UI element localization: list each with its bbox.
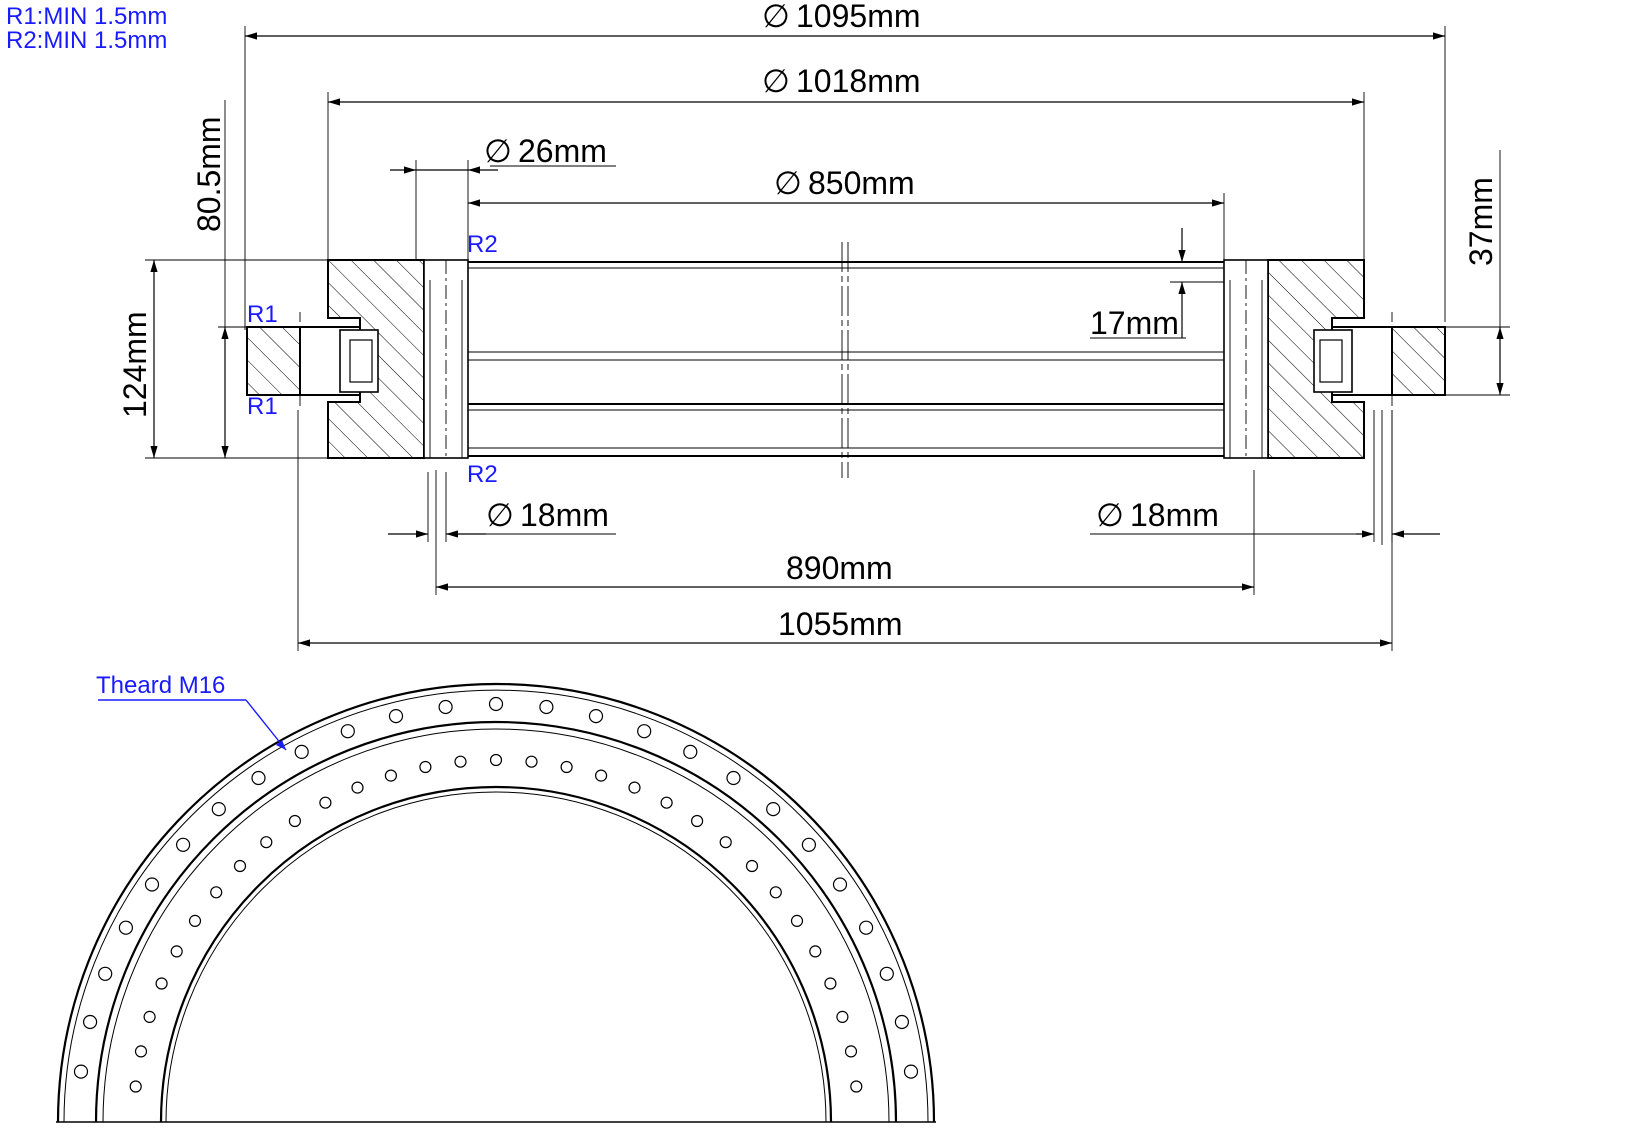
ring-arc — [63, 689, 929, 1123]
dim-diameter-18-right: 18mm — [1130, 497, 1219, 533]
radius-r2-bottom: R2 — [467, 461, 498, 488]
bolt-hole — [588, 708, 604, 724]
bolt-hole — [745, 859, 759, 873]
bolt-hole — [155, 977, 168, 990]
ring-arc — [56, 682, 936, 1123]
dim-diameter-26: 26mm — [518, 133, 607, 169]
bolt-hole — [726, 770, 741, 786]
thread-note: Theard M16 — [96, 672, 225, 699]
bolt-hole — [384, 769, 397, 782]
ring-arc — [94, 720, 898, 1123]
dim-diameter-18-left: 18mm — [520, 497, 609, 533]
dim-diameter-1018: 1018mm — [796, 63, 921, 99]
bolt-hole — [233, 859, 247, 873]
bolt-hole — [294, 744, 309, 760]
bolt-hole — [73, 1064, 89, 1079]
bolt-hole — [210, 886, 223, 899]
dim-diameter-1095: 1095mm — [796, 0, 921, 34]
bolt-hole — [419, 760, 432, 774]
diameter-symbol: ∅ — [762, 0, 790, 34]
bolt-hole — [129, 1080, 142, 1093]
ring-arc — [102, 728, 890, 1123]
dimension-lines — [145, 26, 1510, 651]
bolt-hole — [488, 696, 504, 712]
bolt-hole — [98, 966, 113, 981]
bolt-hole — [594, 769, 608, 782]
diameter-symbol: ∅ — [1096, 497, 1124, 533]
bolt-hole — [288, 814, 301, 828]
dim-height-37: 37mm — [1463, 177, 1499, 266]
plan-view: Theard M16 — [56, 672, 936, 1123]
bolt-hole — [170, 945, 183, 958]
bolt-hole — [790, 914, 804, 928]
bolt-hole — [903, 1064, 919, 1079]
bolt-hole — [628, 781, 641, 794]
inner-bolt-holes — [129, 753, 863, 1093]
bolt-hole — [824, 977, 837, 990]
bolt-hole — [176, 837, 191, 852]
bolt-hole — [438, 699, 453, 715]
radius-r1-bottom: R1 — [247, 393, 278, 420]
bolt-hole — [144, 877, 160, 892]
bolt-hole — [82, 1014, 98, 1030]
dim-width-890: 890mm — [786, 550, 893, 586]
dim-depth-17: 17mm — [1090, 305, 1179, 341]
dim-width-1055: 1055mm — [778, 606, 903, 642]
dimension-labels: ∅ 1095mm ∅ 1018mm ∅ 26mm ∅ 850mm 80.5mm … — [117, 0, 1499, 642]
bolt-hole — [769, 886, 782, 899]
bolt-hole — [801, 837, 817, 852]
bolt-hole — [879, 966, 894, 981]
bolt-hole — [188, 914, 202, 928]
note-r2: R2:MIN 1.5mm — [6, 27, 167, 54]
ring-arc — [165, 791, 827, 1123]
bolt-hole — [388, 708, 404, 724]
bolt-hole — [809, 945, 822, 958]
dim-height-80-5: 80.5mm — [191, 116, 227, 232]
inner-flange-right — [1391, 326, 1446, 396]
diameter-symbol: ∅ — [774, 165, 802, 201]
outer-bolt-holes — [73, 696, 919, 1079]
bolt-hole — [560, 760, 573, 774]
bolt-hole — [894, 1014, 910, 1030]
dim-height-124: 124mm — [117, 311, 153, 418]
bolt-hole — [832, 877, 848, 892]
bolt-hole — [340, 724, 355, 739]
bolt-hole — [319, 796, 332, 809]
bolt-hole — [211, 801, 226, 817]
radius-r1-top: R1 — [247, 301, 278, 328]
bolt-hole — [683, 744, 698, 760]
bolt-hole — [858, 920, 874, 935]
bolt-hole — [454, 755, 467, 768]
bolt-hole — [719, 836, 732, 849]
bolt-hole — [118, 920, 134, 935]
dim-diameter-850: 850mm — [808, 165, 915, 201]
bolt-hole — [844, 1045, 858, 1058]
inner-flange-left — [246, 326, 301, 396]
diameter-symbol: ∅ — [484, 133, 512, 169]
bolt-hole — [260, 836, 273, 849]
bolt-hole — [836, 1010, 849, 1024]
bolt-hole — [690, 814, 704, 828]
ring-arc — [159, 785, 833, 1123]
section-view — [246, 242, 1446, 478]
bolt-hole — [850, 1080, 863, 1093]
bolt-hole — [766, 801, 781, 817]
bolt-hole — [637, 724, 652, 739]
radius-labels: R1 R1 R2 R2 — [247, 231, 498, 488]
radius-r2-top: R2 — [467, 231, 498, 258]
diameter-symbol: ∅ — [486, 497, 514, 533]
bolt-hole — [134, 1045, 148, 1058]
bolt-hole — [143, 1010, 156, 1024]
note-r1: R1:MIN 1.5mm — [6, 3, 167, 30]
bolt-hole — [539, 699, 554, 715]
bolt-hole — [525, 755, 538, 768]
bolt-hole — [251, 770, 266, 786]
bolt-hole — [489, 753, 503, 767]
bolt-hole — [351, 781, 364, 794]
bolt-hole — [660, 796, 673, 809]
diameter-symbol: ∅ — [762, 63, 790, 99]
